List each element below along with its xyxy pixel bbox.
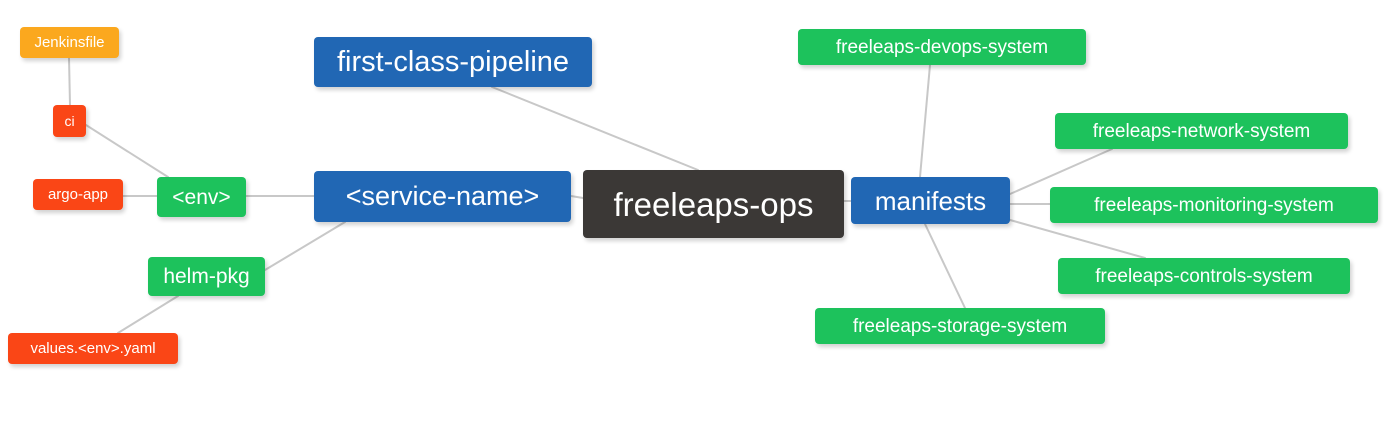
node-freeleaps-ops[interactable]: freeleaps-ops [583, 170, 844, 238]
node-label-helm-pkg: helm-pkg [163, 265, 250, 288]
node-service-name[interactable]: <service-name> [314, 171, 571, 222]
node-argo-app[interactable]: argo-app [33, 179, 123, 210]
node-freeleaps-storage-system[interactable]: freeleaps-storage-system [815, 308, 1105, 344]
node-ci[interactable]: ci [53, 105, 86, 137]
node-label-service-name: <service-name> [345, 181, 540, 211]
node-label-jenkinsfile: Jenkinsfile [34, 34, 105, 51]
edge-manifests-storage [924, 223, 966, 309]
node-freeleaps-devops-system[interactable]: freeleaps-devops-system [798, 29, 1086, 65]
node-helm-pkg[interactable]: helm-pkg [148, 257, 265, 296]
node-label-freeleaps-devops-system: freeleaps-devops-system [835, 36, 1049, 58]
edge-jenkinsfile-ci [68, 57, 71, 106]
node-label-env: <env> [172, 185, 231, 209]
node-label-freeleaps-network-system: freeleaps-network-system [1092, 120, 1311, 142]
edge-manifests-controls [1009, 219, 1146, 259]
edge-valuesyaml-helmpkg [117, 295, 179, 334]
node-label-freeleaps-monitoring-system: freeleaps-monitoring-system [1094, 194, 1334, 216]
node-label-ci: ci [64, 113, 75, 129]
node-jenkinsfile[interactable]: Jenkinsfile [20, 27, 119, 58]
node-values-env-yaml[interactable]: values.<env>.yaml [8, 333, 178, 364]
edge-servicename-ops [570, 195, 584, 199]
edge-helmpkg-servicename [264, 221, 346, 271]
node-label-freeleaps-storage-system: freeleaps-storage-system [852, 315, 1068, 337]
edge-ci-env [85, 124, 169, 178]
node-freeleaps-controls-system[interactable]: freeleaps-controls-system [1058, 258, 1350, 294]
node-freeleaps-monitoring-system[interactable]: freeleaps-monitoring-system [1050, 187, 1378, 223]
node-first-class-pipeline[interactable]: first-class-pipeline [314, 37, 592, 87]
node-label-argo-app: argo-app [47, 186, 109, 203]
node-label-values-env-yaml: values.<env>.yaml [30, 340, 156, 357]
edge-firstclass-ops [491, 86, 699, 171]
node-label-freeleaps-ops: freeleaps-ops [613, 185, 814, 223]
node-manifests[interactable]: manifests [851, 177, 1010, 224]
node-label-first-class-pipeline: first-class-pipeline [336, 45, 570, 78]
node-label-freeleaps-controls-system: freeleaps-controls-system [1095, 265, 1313, 287]
node-freeleaps-network-system[interactable]: freeleaps-network-system [1055, 113, 1348, 149]
node-label-manifests: manifests [874, 185, 987, 216]
edge-manifests-devops [919, 64, 931, 178]
node-env[interactable]: <env> [157, 177, 246, 217]
